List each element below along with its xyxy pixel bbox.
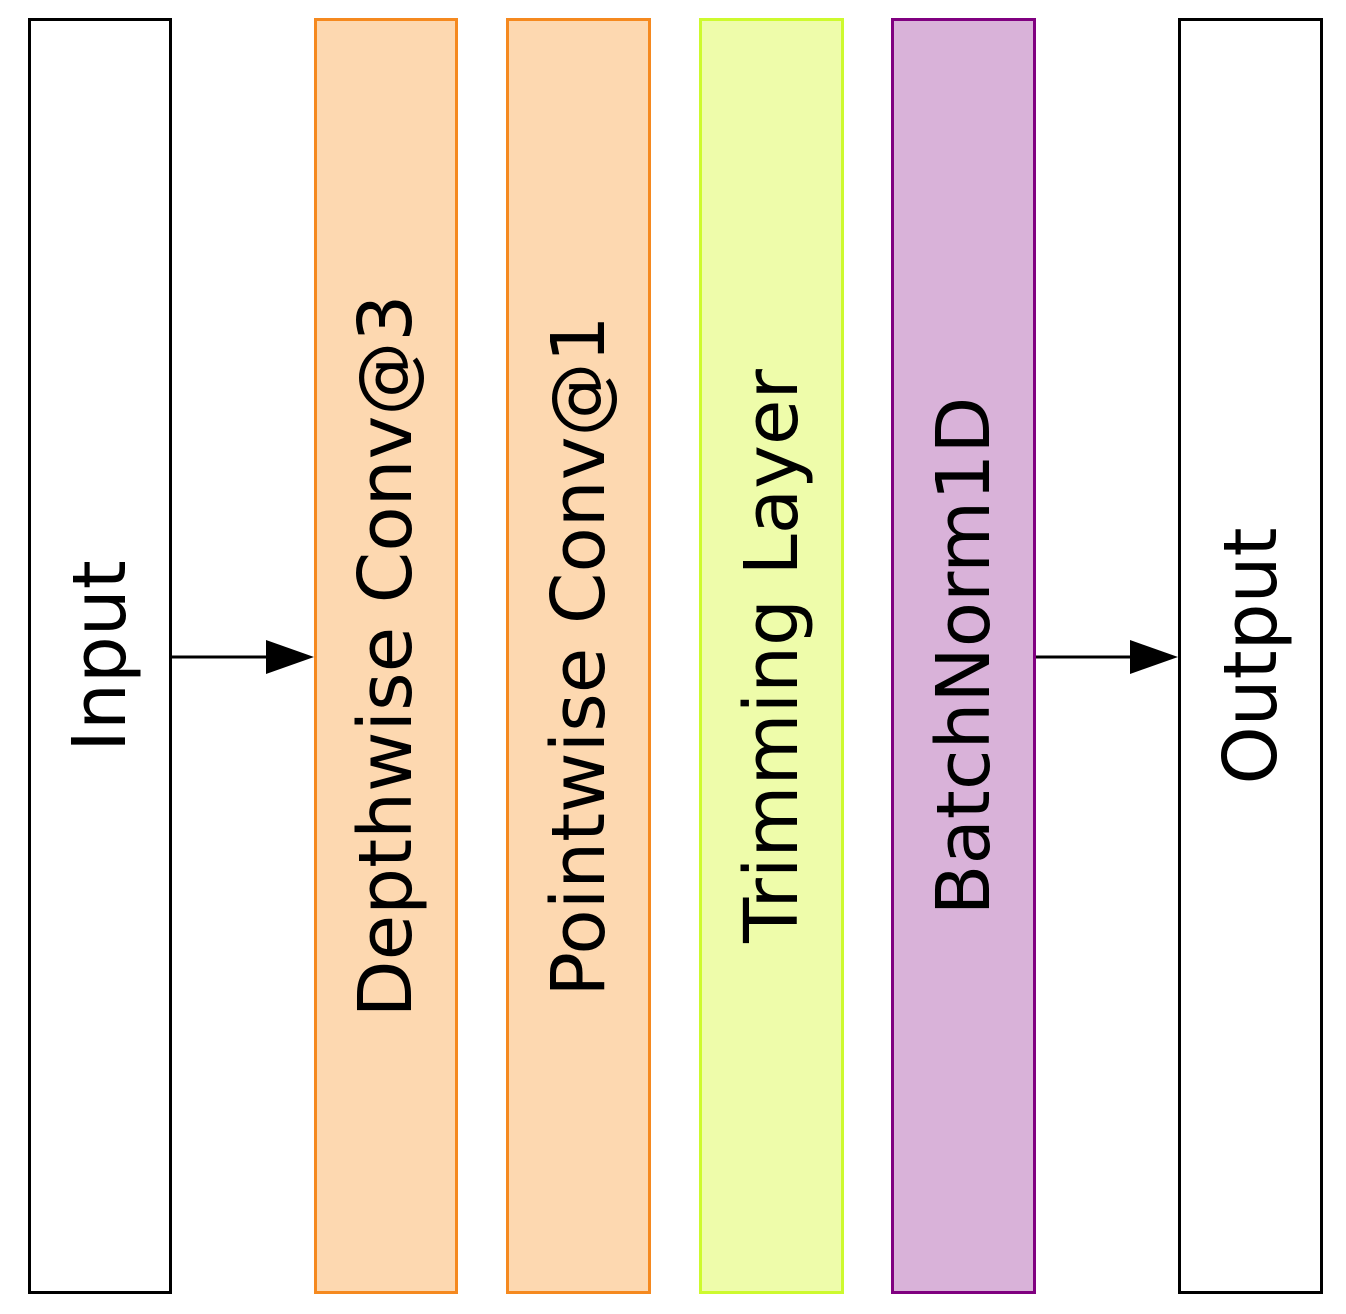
trimming-layer-block: Trimming Layer xyxy=(699,18,844,1294)
batchnorm-block: BatchNorm1D xyxy=(891,18,1036,1294)
arrow-batchnorm-to-output xyxy=(1036,640,1178,674)
arrow-batchnorm-to-output-head xyxy=(1130,640,1178,674)
pointwise-conv-block: Pointwise Conv@1 xyxy=(506,18,651,1294)
output-block: Output xyxy=(1178,18,1323,1294)
arrow-input-to-depthwise-head xyxy=(266,640,314,674)
arrow-input-to-depthwise xyxy=(172,640,314,674)
input-block: Input xyxy=(28,18,172,1294)
depthwise-conv-block: Depthwise Conv@3 xyxy=(314,18,458,1294)
